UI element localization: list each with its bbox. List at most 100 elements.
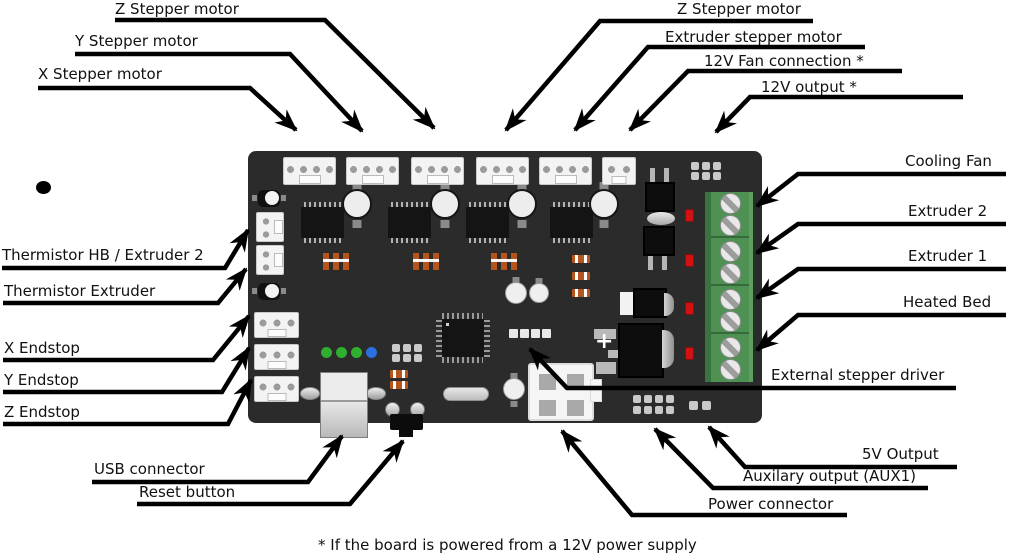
transistor-top-legs-upper bbox=[650, 168, 669, 182]
power-connector bbox=[528, 363, 602, 421]
aux-header bbox=[632, 394, 677, 415]
status-led-4 bbox=[366, 347, 377, 358]
footnote: * If the board is powered from a 12V pow… bbox=[318, 536, 697, 554]
mid-header bbox=[390, 342, 424, 363]
label-extruder1: Extruder 1 bbox=[908, 247, 988, 265]
jumper-block-2 bbox=[413, 253, 439, 270]
label-extruder2: Extruder 2 bbox=[908, 202, 988, 220]
label-external-driver: External stepper driver bbox=[771, 366, 945, 384]
five-v-pins bbox=[689, 401, 711, 411]
thermistor-hb-connector bbox=[256, 212, 284, 242]
transistor-mid-tab bbox=[620, 292, 633, 315]
label-y-endstop: Y Endstop bbox=[4, 371, 79, 389]
microcontroller-chip bbox=[436, 313, 490, 363]
arrow-heated-bed bbox=[755, 312, 1006, 352]
capacitor-1 bbox=[505, 282, 527, 304]
mosfet-large bbox=[618, 323, 674, 378]
status-led-2 bbox=[336, 347, 347, 358]
terminal-segment-extruder2 bbox=[711, 240, 749, 286]
stepper-driver-ic-3 bbox=[466, 202, 509, 243]
terminal-screw bbox=[720, 241, 741, 262]
label-thermistor-hb: Thermistor HB / Extruder 2 bbox=[2, 246, 204, 264]
usb-connector bbox=[320, 372, 368, 438]
arrow-x-stepper bbox=[38, 85, 298, 132]
stepper-driver-ic-2 bbox=[388, 202, 431, 243]
transistor-top-legs-lower bbox=[648, 256, 667, 270]
label-z-endstop: Z Endstop bbox=[4, 403, 80, 421]
red-led-4 bbox=[685, 347, 694, 360]
terminal-screw bbox=[720, 337, 741, 358]
z-stepper-connector-1 bbox=[411, 157, 464, 185]
trimpot-left-1 bbox=[252, 190, 280, 207]
pcb-board: + bbox=[248, 151, 762, 438]
solder-pad-3 bbox=[596, 362, 616, 374]
polarity-plus-marker: + bbox=[595, 329, 614, 354]
reset-button-tab bbox=[399, 430, 413, 437]
transistor-mid bbox=[633, 288, 674, 318]
terminal-screw bbox=[720, 215, 741, 236]
y-stepper-connector bbox=[346, 157, 399, 185]
thermistor-extruder-connector bbox=[256, 245, 284, 275]
x-stepper-connector bbox=[283, 157, 336, 185]
terminal-screw bbox=[720, 289, 741, 310]
jumper-pair-1 bbox=[390, 370, 408, 378]
terminal-screw bbox=[720, 193, 741, 214]
status-led-1 bbox=[321, 347, 332, 358]
trimpot-2 bbox=[430, 189, 460, 219]
jumper-block-1 bbox=[323, 253, 349, 270]
z-endstop-connector bbox=[254, 376, 299, 402]
label-reset: Reset button bbox=[139, 483, 236, 501]
fan-12v-connector bbox=[602, 157, 636, 185]
label-output-12v: 12V output * bbox=[761, 78, 857, 96]
red-led-1 bbox=[685, 209, 694, 222]
output-12v-header bbox=[689, 160, 723, 181]
terminal-segment-heated-bed bbox=[711, 336, 749, 382]
x-endstop-connector bbox=[254, 312, 299, 338]
jumper-single-1 bbox=[572, 255, 590, 263]
trimpot-left-2 bbox=[252, 283, 280, 300]
arrow-output-12v bbox=[714, 94, 963, 134]
label-extruder-stepper: Extruder stepper motor bbox=[665, 28, 842, 46]
jumper-single-2 bbox=[572, 272, 590, 280]
terminal-screw bbox=[720, 263, 741, 284]
label-power: Power connector bbox=[708, 495, 834, 513]
trimpot-3 bbox=[507, 189, 537, 219]
crystal-oscillator bbox=[443, 387, 489, 401]
red-led-2 bbox=[685, 254, 694, 267]
label-thermistor-ext: Thermistor Extruder bbox=[4, 282, 156, 300]
jumper-single-3 bbox=[572, 289, 590, 297]
label-cooling-fan: Cooling Fan bbox=[905, 152, 992, 170]
capacitor-2 bbox=[529, 283, 549, 303]
transistor-top-body-2 bbox=[643, 226, 675, 256]
capacitor-3 bbox=[503, 378, 525, 400]
stepper-driver-ic-4 bbox=[550, 202, 593, 243]
terminal-screw bbox=[720, 311, 741, 332]
transistor-top-band bbox=[647, 212, 675, 225]
solder-pad-1 bbox=[594, 329, 616, 339]
usb-screw-right bbox=[366, 387, 386, 400]
label-fan-12v: 12V Fan connection * bbox=[704, 52, 864, 70]
trimpot-4 bbox=[589, 189, 619, 219]
usb-screw-left bbox=[300, 387, 320, 400]
label-z-stepper-left: Z Stepper motor bbox=[115, 0, 239, 18]
label-heated-bed: Heated Bed bbox=[903, 293, 992, 311]
label-x-endstop: X Endstop bbox=[4, 339, 80, 357]
extruder-stepper-connector bbox=[539, 157, 592, 185]
status-led-3 bbox=[351, 347, 362, 358]
y-endstop-connector bbox=[254, 344, 299, 370]
z-stepper-connector-2 bbox=[476, 157, 529, 185]
label-y-stepper: Y Stepper motor bbox=[75, 32, 198, 50]
terminal-segment-extruder1 bbox=[711, 288, 749, 334]
external-driver-header bbox=[508, 328, 550, 340]
reset-button bbox=[390, 414, 423, 430]
label-z-stepper-right: Z Stepper motor bbox=[677, 0, 801, 18]
jumper-pair-2 bbox=[390, 381, 408, 389]
screw-terminal-block bbox=[705, 192, 753, 382]
label-aux: Auxilary output (AUX1) bbox=[743, 467, 916, 485]
bullet-dot bbox=[36, 181, 51, 194]
label-5v: 5V Output bbox=[862, 445, 939, 463]
terminal-screw bbox=[720, 359, 741, 380]
stepper-driver-ic-1 bbox=[301, 202, 344, 243]
jumper-block-3 bbox=[491, 253, 517, 270]
